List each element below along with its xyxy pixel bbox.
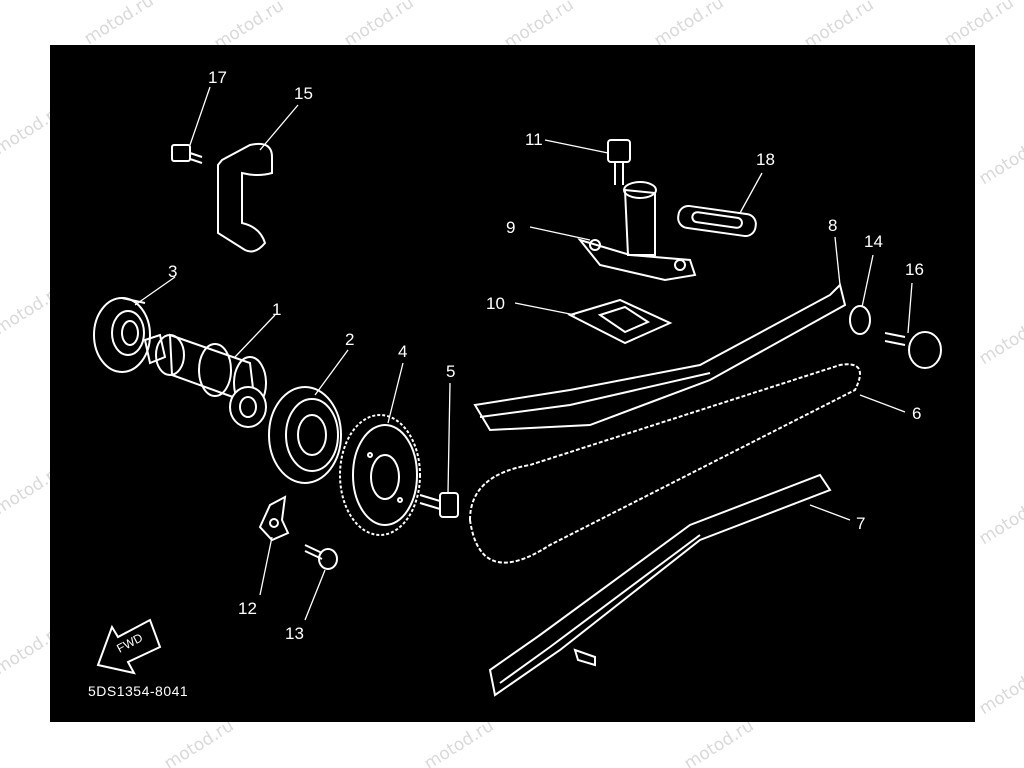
part-1-camshaft <box>143 333 267 428</box>
callout-1: 1 <box>272 300 282 319</box>
watermark: motod.ru <box>650 0 728 52</box>
watermark: motod.ru <box>160 715 238 768</box>
watermark: motod.ru <box>975 310 1024 370</box>
part-13-bolt <box>304 544 338 570</box>
callout-9: 9 <box>506 218 516 237</box>
part-17-bolt <box>171 144 203 164</box>
parts-diagram-panel: 17 15 3 1 2 4 5 11 9 18 10 8 14 16 6 7 1… <box>50 45 975 722</box>
watermark: motod.ru <box>940 0 1018 52</box>
fwd-arrow-icon <box>96 618 162 675</box>
callout-12: 12 <box>238 599 257 618</box>
parts-diagram-drawing <box>93 86 942 697</box>
part-8-chain-guide <box>473 283 847 432</box>
watermark: motod.ru <box>680 715 758 768</box>
callout-2: 2 <box>345 330 355 349</box>
callout-16: 16 <box>905 260 924 279</box>
callout-14: 14 <box>864 232 883 251</box>
callout-7: 7 <box>856 514 866 533</box>
part-10-gasket <box>567 298 673 345</box>
callout-10: 10 <box>486 294 505 313</box>
diagram-code: 5DS1354-8041 <box>88 683 189 699</box>
callout-4: 4 <box>398 342 408 361</box>
watermark: motod.ru <box>420 715 498 768</box>
part-11-bolt <box>607 139 631 185</box>
callout-leaders <box>134 86 913 621</box>
watermark: motod.ru <box>975 130 1024 190</box>
part-12-lock-washer <box>258 495 290 542</box>
watermark: motod.ru <box>340 0 418 52</box>
watermark: motod.ru <box>975 490 1024 550</box>
callout-17: 17 <box>208 68 227 87</box>
callout-6: 6 <box>912 404 922 423</box>
part-16-bolt <box>884 331 942 369</box>
part-15-clip <box>217 142 273 253</box>
callout-11: 11 <box>525 130 543 149</box>
callout-3: 3 <box>168 262 178 281</box>
part-14-washer <box>849 305 871 335</box>
callout-13: 13 <box>285 624 304 643</box>
part-18-gasket <box>677 204 757 238</box>
callout-18: 18 <box>756 150 775 169</box>
part-6-timing-chain <box>468 363 861 564</box>
callout-8: 8 <box>828 216 838 235</box>
part-5-bolt <box>419 492 459 518</box>
watermark: motod.ru <box>80 0 158 50</box>
part-3-bearing <box>93 297 151 373</box>
watermark: motod.ru <box>975 660 1024 720</box>
part-7-chain-guide <box>488 473 832 697</box>
callout-5: 5 <box>446 362 456 381</box>
part-9-tensioner <box>577 181 697 282</box>
part-4-sprocket <box>339 414 421 536</box>
callout-15: 15 <box>294 84 313 103</box>
part-2-bearing <box>268 386 342 484</box>
